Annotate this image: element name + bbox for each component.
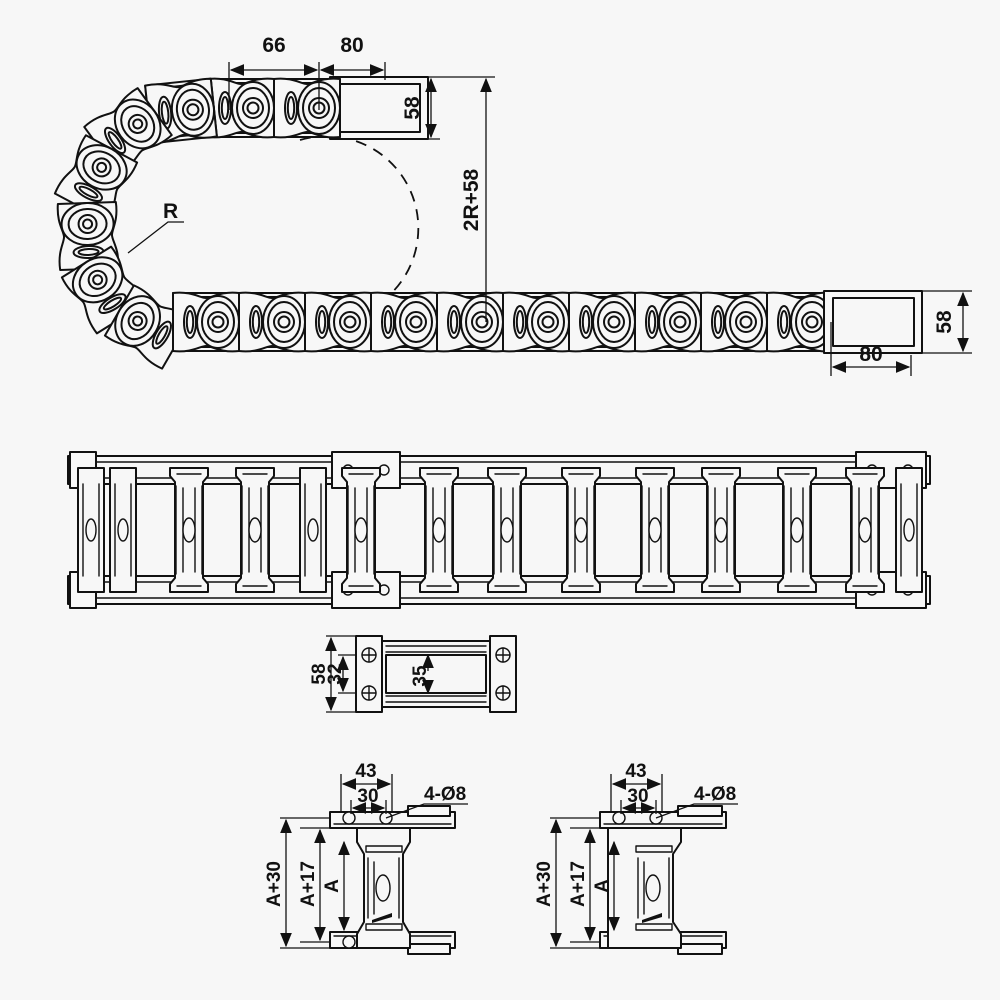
dimension-bl-43-label: 43 xyxy=(355,761,376,782)
dimension-bl-30: 30 xyxy=(350,786,387,814)
dimension-br-holes-label: 4-Ø8 xyxy=(694,784,736,805)
dimension-58-top: 58 xyxy=(385,76,440,140)
dimension-end-58: 58 xyxy=(309,635,356,713)
mounting-bracket-detail-left: 43 30 4-Ø8 A+30 A+17 xyxy=(264,761,468,955)
dimension-66: 66 xyxy=(228,34,320,110)
dimension-bl-a30: A+30 xyxy=(264,817,330,949)
dimension-bl-a17: A+17 xyxy=(298,827,330,943)
dimension-br-43: 43 xyxy=(610,761,663,812)
dimension-br-30: 30 xyxy=(620,786,657,814)
side-elevation-view: 66 80 58 2R+58 R xyxy=(53,34,972,376)
top-plan-view xyxy=(67,451,931,609)
upper-run-links xyxy=(144,76,429,145)
dimension-bl-30-label: 30 xyxy=(357,786,378,807)
dimension-2R58: 2R+58 xyxy=(440,76,495,322)
mounting-bracket-detail-right: 43 30 4-Ø8 A+30 A+17 A xyxy=(534,761,738,955)
lower-run-links xyxy=(172,290,923,354)
dimension-R-leader: R xyxy=(127,200,184,254)
dimension-bl-a30-label: A+30 xyxy=(264,861,285,907)
dimension-end-58-label: 58 xyxy=(309,663,330,684)
dimension-bl-holes: 4-Ø8 xyxy=(385,784,468,819)
dimension-80-top-label: 80 xyxy=(340,34,363,57)
dimension-66-label: 66 xyxy=(262,34,285,57)
dimension-br-a30: A+30 xyxy=(534,817,600,949)
dimension-bl-a: A xyxy=(322,840,350,932)
dimension-br-30-label: 30 xyxy=(627,786,648,807)
dimension-80-right: 80 xyxy=(830,322,912,376)
dimension-br-a: A xyxy=(592,840,620,932)
dimension-58-right-label: 58 xyxy=(933,310,956,334)
dimension-end-35-label: 35 xyxy=(410,665,431,687)
dimension-end-35: 35 xyxy=(410,653,434,695)
dimension-br-43-label: 43 xyxy=(625,761,646,782)
dimension-58-right: 58 xyxy=(922,290,972,354)
dimension-bl-a17-label: A+17 xyxy=(298,861,319,907)
dimension-bl-a-label: A xyxy=(322,879,343,893)
dimension-2R58-label: 2R+58 xyxy=(460,168,483,231)
dimension-br-a-label: A xyxy=(592,879,613,893)
dimension-br-a17-label: A+17 xyxy=(568,861,589,907)
dimension-58-top-label: 58 xyxy=(401,96,424,120)
dimension-end-32-label: 32 xyxy=(325,663,346,684)
dimension-end-32: 32 xyxy=(325,654,356,694)
dimension-80-right-label: 80 xyxy=(859,343,882,366)
dimension-br-a17: A+17 xyxy=(568,827,600,943)
dimension-80-top: 80 xyxy=(319,34,386,80)
dimension-br-holes: 4-Ø8 xyxy=(655,784,738,819)
dimension-R-label: R xyxy=(163,200,178,223)
end-section-view: 58 32 35 xyxy=(309,635,517,713)
dimension-br-a30-label: A+30 xyxy=(534,861,555,907)
dimension-bl-43: 43 xyxy=(340,761,393,812)
dimension-bl-holes-label: 4-Ø8 xyxy=(424,784,466,805)
